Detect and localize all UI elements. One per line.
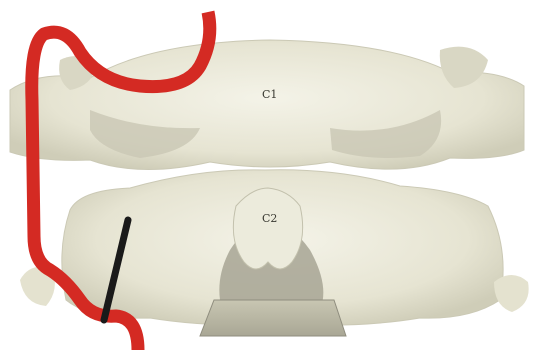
c2-base-block [200, 300, 346, 336]
c2-odontoid [233, 188, 302, 269]
c2-label: C2 [262, 212, 277, 225]
c1-label: C1 [262, 88, 277, 101]
